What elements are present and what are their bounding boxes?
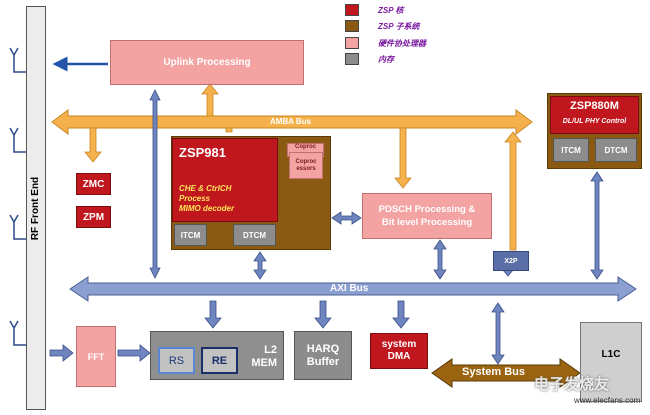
legend-swatch-hw-coprocessor	[345, 37, 359, 49]
l2-mem-block: RS RE L2 MEM	[150, 331, 284, 380]
fft-block: FFT	[76, 326, 116, 387]
legend-label-hw-coprocessor: 硬件协处理器	[378, 39, 426, 48]
uplink-processing-label: Uplink Processing	[163, 57, 251, 68]
legend-swatch-zsp-subsystem	[345, 20, 359, 32]
zsp981-core: ZSP981 CHE & CtrICH Process MIMO decoder	[172, 138, 278, 222]
zsp981-itcm-label: ITCM	[180, 230, 201, 240]
zsp880m-title: ZSP880M	[570, 100, 619, 112]
coprocessor-back-label: Coproc	[295, 144, 316, 150]
rf-front-end-label: RF Front End	[30, 176, 42, 240]
zsp880m-description: DL/UL PHY Control	[562, 118, 627, 125]
l1c-block: L1C	[580, 322, 642, 402]
l2-mem-label: L2 MEM	[251, 344, 277, 369]
amba-bus-label: AMBA Bus	[270, 117, 312, 126]
x2p-block: X2P	[493, 251, 529, 271]
fft-label: FFT	[87, 351, 105, 362]
legend-label-zsp-core: ZSP 核	[378, 6, 404, 15]
bridge-label: Bridge	[487, 314, 495, 337]
antenna-icon	[9, 320, 26, 346]
zsp880m-dtcm-block: DTCM	[595, 138, 637, 162]
zsp880m-core: ZSP880M DL/UL PHY Control	[550, 96, 639, 134]
axi-bus-arrow	[69, 276, 637, 302]
antenna-icon	[9, 214, 26, 240]
re-label: RE	[211, 354, 228, 367]
amba-links	[84, 83, 590, 251]
zmc-block: ZMC	[76, 173, 111, 195]
legend-label-memory: 内存	[378, 55, 394, 64]
zsp981-description: CHE & CtrICH Process MIMO decoder	[179, 184, 235, 213]
system-dma-label: system DMA	[381, 339, 417, 362]
zsp880m-itcm-label: ITCM	[561, 145, 581, 155]
axi-bus-label: AXI Bus	[330, 283, 369, 294]
zsp981-dtcm-label: DTCM	[242, 230, 267, 240]
harq-buffer-label: HARQ Buffer	[306, 342, 340, 368]
watermark-url: www.elecfans.com	[574, 396, 641, 405]
zsp981-dtcm-block: DTCM	[233, 224, 276, 246]
rf-front-end-block: RF Front End	[26, 6, 46, 410]
harq-buffer-block: HARQ Buffer	[294, 331, 352, 380]
zmc-label: ZMC	[82, 178, 105, 190]
zpm-block: ZPM	[76, 206, 111, 228]
x2p-label: X2P	[504, 257, 518, 265]
watermark-text: 电子发烧友	[534, 376, 610, 393]
pdsch-processing-label: PDSCH Processing & Bit level Processing	[378, 204, 476, 228]
coprocessor-front-label: Coproc essors	[295, 158, 317, 172]
zsp981-title: ZSP981	[179, 145, 226, 160]
system-dma-block: system DMA	[370, 333, 428, 369]
legend-swatch-zsp-core	[345, 4, 359, 16]
amba-bus-arrow	[51, 109, 533, 135]
uplink-processing-block: Uplink Processing	[110, 40, 304, 85]
legend-swatch-memory	[345, 53, 359, 65]
re-block: RE	[201, 347, 238, 374]
system-bus-label: System Bus	[462, 366, 525, 378]
antenna-icon	[9, 127, 26, 153]
zpm-label: ZPM	[82, 211, 105, 223]
coprocessor-front-block: Coproc essors	[289, 152, 323, 179]
zsp981-itcm-block: ITCM	[174, 224, 207, 246]
pdsch-processing-block: PDSCH Processing & Bit level Processing	[362, 193, 492, 239]
zsp880m-dtcm-label: DTCM	[604, 145, 628, 155]
rs-block: RS	[158, 347, 195, 374]
l1c-label: L1C	[601, 349, 621, 360]
antenna-icon	[9, 47, 26, 73]
axi-links	[49, 89, 604, 365]
zsp880m-itcm-block: ITCM	[553, 138, 589, 162]
rs-label: RS	[168, 354, 185, 367]
legend-label-zsp-subsystem: ZSP 子系统	[378, 22, 420, 31]
